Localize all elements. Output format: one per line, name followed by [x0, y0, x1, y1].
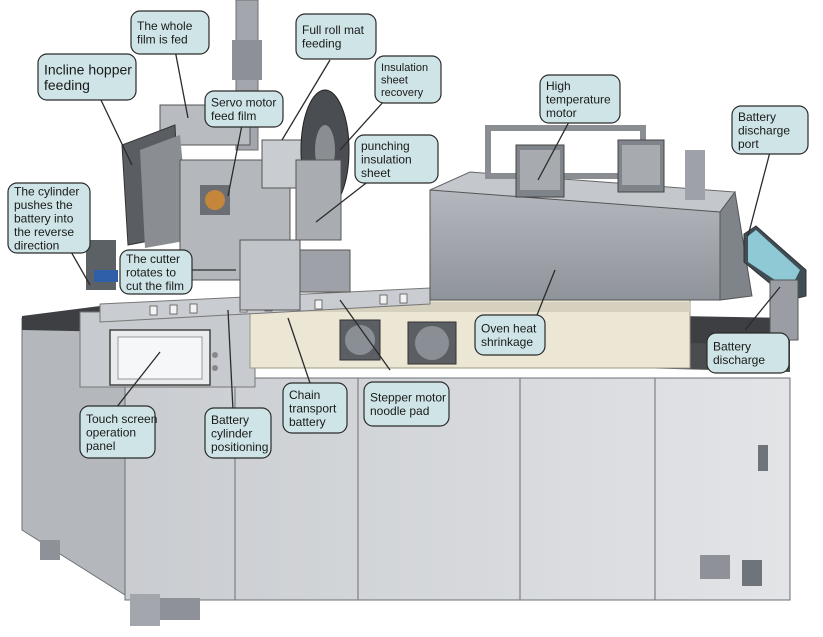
callout-label: rotates to: [126, 265, 176, 279]
callout-bubble: [363, 381, 450, 427]
callout-label: temperature: [546, 92, 611, 106]
callout-label: feeding: [44, 77, 90, 93]
callout-label: cut the film: [126, 279, 184, 293]
callout-bubble: [731, 105, 809, 155]
callout-label: discharge: [713, 353, 765, 367]
callout-bubble: [130, 10, 210, 55]
callout-bubble: [282, 382, 348, 434]
film-feeding-mechanism: [86, 0, 351, 311]
callout-label: The cylinder: [14, 184, 79, 198]
callout-label: Stepper motor: [370, 391, 446, 405]
callout-label: punching: [361, 139, 410, 153]
callout-label: Touch screen: [86, 412, 157, 426]
callout-label: feed film: [211, 109, 256, 123]
callout-bubble: [204, 90, 284, 128]
callout-label: Oven heat: [481, 322, 537, 336]
leader-lines: [69, 49, 781, 411]
callout-bubble: [7, 182, 91, 254]
callout-label: discharge: [738, 123, 790, 137]
callout-bubble: [706, 332, 790, 374]
callout-label: recovery: [381, 87, 424, 99]
discharge-port: [743, 225, 807, 341]
callout-label: Insulation: [381, 62, 428, 74]
callout-label: feeding: [302, 37, 341, 51]
callout-label: insulation: [361, 152, 412, 166]
callout-bubble: [539, 74, 621, 124]
chain-transport-panel: [249, 299, 691, 369]
callout-label: Full roll mat: [302, 23, 365, 37]
callout-label: positioning: [211, 440, 268, 454]
callout-label: battery: [289, 415, 326, 429]
callout-label: motor: [546, 106, 577, 120]
callout-bubble: [354, 134, 439, 184]
callout-label: The whole: [137, 19, 193, 33]
callout-bubble: [119, 249, 193, 295]
oven: [429, 125, 753, 301]
callout-label: Incline hopper: [44, 62, 132, 78]
callout-label: battery into: [14, 211, 74, 225]
callout-bubble: [37, 53, 137, 101]
callout-bubble: [204, 407, 272, 459]
callout-label: sheet: [381, 74, 408, 86]
callout-bubble: [295, 13, 377, 60]
callout-bubble: [474, 314, 546, 356]
callout-label: port: [738, 137, 759, 151]
callout-label: cylinder: [211, 426, 252, 440]
callout-label: sheet: [361, 166, 391, 180]
callout-label: Servo motor: [211, 96, 276, 110]
callout-label: Chain: [289, 388, 320, 402]
callout-label: the reverse: [14, 225, 74, 239]
callout-label: noodle pad: [370, 404, 429, 418]
callout-label: pushes the: [14, 198, 73, 212]
callout-label: film is fed: [137, 33, 188, 47]
callout-label: transport: [289, 401, 337, 415]
callout-label: Battery: [738, 110, 776, 124]
callout-bubble: [79, 405, 156, 459]
callout-label: Battery: [713, 340, 751, 354]
callout-label: panel: [86, 439, 115, 453]
callout-label: High: [546, 79, 571, 93]
callout-bubble: [374, 55, 442, 104]
callout-label: Battery: [211, 413, 249, 427]
callout-label: operation: [86, 425, 136, 439]
callout-label: direction: [14, 238, 59, 252]
callout-label: The cutter: [126, 252, 180, 266]
callout-label: shrinkage: [481, 335, 533, 349]
